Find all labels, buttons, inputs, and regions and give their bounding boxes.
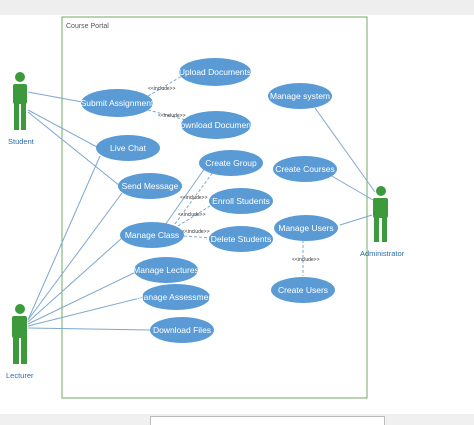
top-bar xyxy=(0,0,474,15)
assoc-admin-manageusers xyxy=(339,214,373,226)
usecase-send-message[interactable] xyxy=(118,173,182,199)
usecase-create-group[interactable] xyxy=(199,150,263,176)
usecase-label: Upload Documents xyxy=(179,67,251,77)
assoc-lecturer-downloadfiles xyxy=(27,327,151,331)
usecase-manage-users[interactable] xyxy=(274,215,338,241)
include-label: <<include>> xyxy=(158,113,186,119)
usecase-label: Download Documents xyxy=(174,120,257,130)
bottom-panel xyxy=(150,416,385,425)
assoc-lecturer-livechat xyxy=(27,155,101,321)
usecase-create-users[interactable] xyxy=(271,277,335,303)
usecase-label: Enroll Students xyxy=(212,196,270,206)
assoc-manageclass-creategroup xyxy=(164,167,206,226)
usecase-live-chat[interactable] xyxy=(96,135,160,161)
student-actor-icon xyxy=(13,72,27,130)
usecase-manage-system[interactable] xyxy=(268,83,332,109)
include-submit-upload xyxy=(147,75,183,97)
include-submit-download xyxy=(147,109,187,121)
assoc-lecturer-manageassessment xyxy=(27,296,145,327)
use-cases xyxy=(81,58,338,343)
usecase-manage-class[interactable] xyxy=(120,222,184,248)
usecase-download-files[interactable] xyxy=(150,317,214,343)
assoc-lecturer-managelectures xyxy=(27,271,137,325)
use-case-labels: Upload Documents Submit Assignment Downl… xyxy=(81,67,335,335)
assoc-lecturer-manageclass xyxy=(27,237,123,323)
include-lines xyxy=(147,75,304,276)
boundary-title: Course Portal xyxy=(66,23,109,30)
include-manageclass-enroll xyxy=(177,205,211,227)
include-label: <<include>> xyxy=(148,86,176,92)
usecase-delete-students[interactable] xyxy=(209,226,273,252)
usecase-label: Create Users xyxy=(278,285,328,295)
usecase-label: Delete Students xyxy=(211,234,271,244)
assoc-lecturer-sendmessage xyxy=(27,192,123,321)
include-label: <<include>> xyxy=(178,212,206,218)
lecturer-actor-icon xyxy=(12,304,27,364)
usecase-download-documents[interactable] xyxy=(181,111,251,139)
include-label: <<include>> xyxy=(292,257,320,263)
usecase-label: Create Group xyxy=(205,158,257,168)
usecase-manage-assessment[interactable] xyxy=(142,284,210,310)
include-label: <<include>> xyxy=(180,195,208,201)
system-boundary xyxy=(61,16,368,399)
association-lines xyxy=(27,91,376,331)
administrator-label: Administrator xyxy=(360,249,405,258)
usecase-label: Manage system xyxy=(270,91,330,101)
student-label: Student xyxy=(8,137,35,146)
assoc-student-submit xyxy=(27,91,83,103)
usecase-enroll-students[interactable] xyxy=(209,188,273,214)
usecase-label: Live Chat xyxy=(110,143,147,153)
usecase-label: Create Courses xyxy=(275,164,335,174)
assoc-student-sendmessage xyxy=(27,111,121,187)
lecturer-label: Lecturer xyxy=(6,371,34,380)
usecase-upload-documents[interactable] xyxy=(179,58,251,86)
usecase-label: Submit Assignment xyxy=(81,98,154,108)
usecase-submit-assignment[interactable] xyxy=(81,89,153,117)
usecase-label: Manage Lectures xyxy=(133,265,199,275)
include-manageclass-creategroup xyxy=(171,167,217,229)
usecase-label: Send Message xyxy=(122,181,179,191)
usecase-manage-lectures[interactable] xyxy=(134,257,198,283)
usecase-label: Manage Assessment xyxy=(137,292,217,302)
usecase-create-courses[interactable] xyxy=(273,156,337,182)
include-manageclass-delete xyxy=(183,235,213,239)
usecase-label: Manage Class xyxy=(125,230,179,240)
assoc-admin-managesystem xyxy=(314,107,376,193)
administrator-actor-icon xyxy=(373,186,388,242)
assoc-admin-createcourses xyxy=(329,174,374,201)
assoc-student-livechat xyxy=(27,109,98,148)
usecase-label: Manage Users xyxy=(278,223,333,233)
usecase-label: Download Files xyxy=(153,325,211,335)
include-label: <<include>> xyxy=(182,229,210,235)
